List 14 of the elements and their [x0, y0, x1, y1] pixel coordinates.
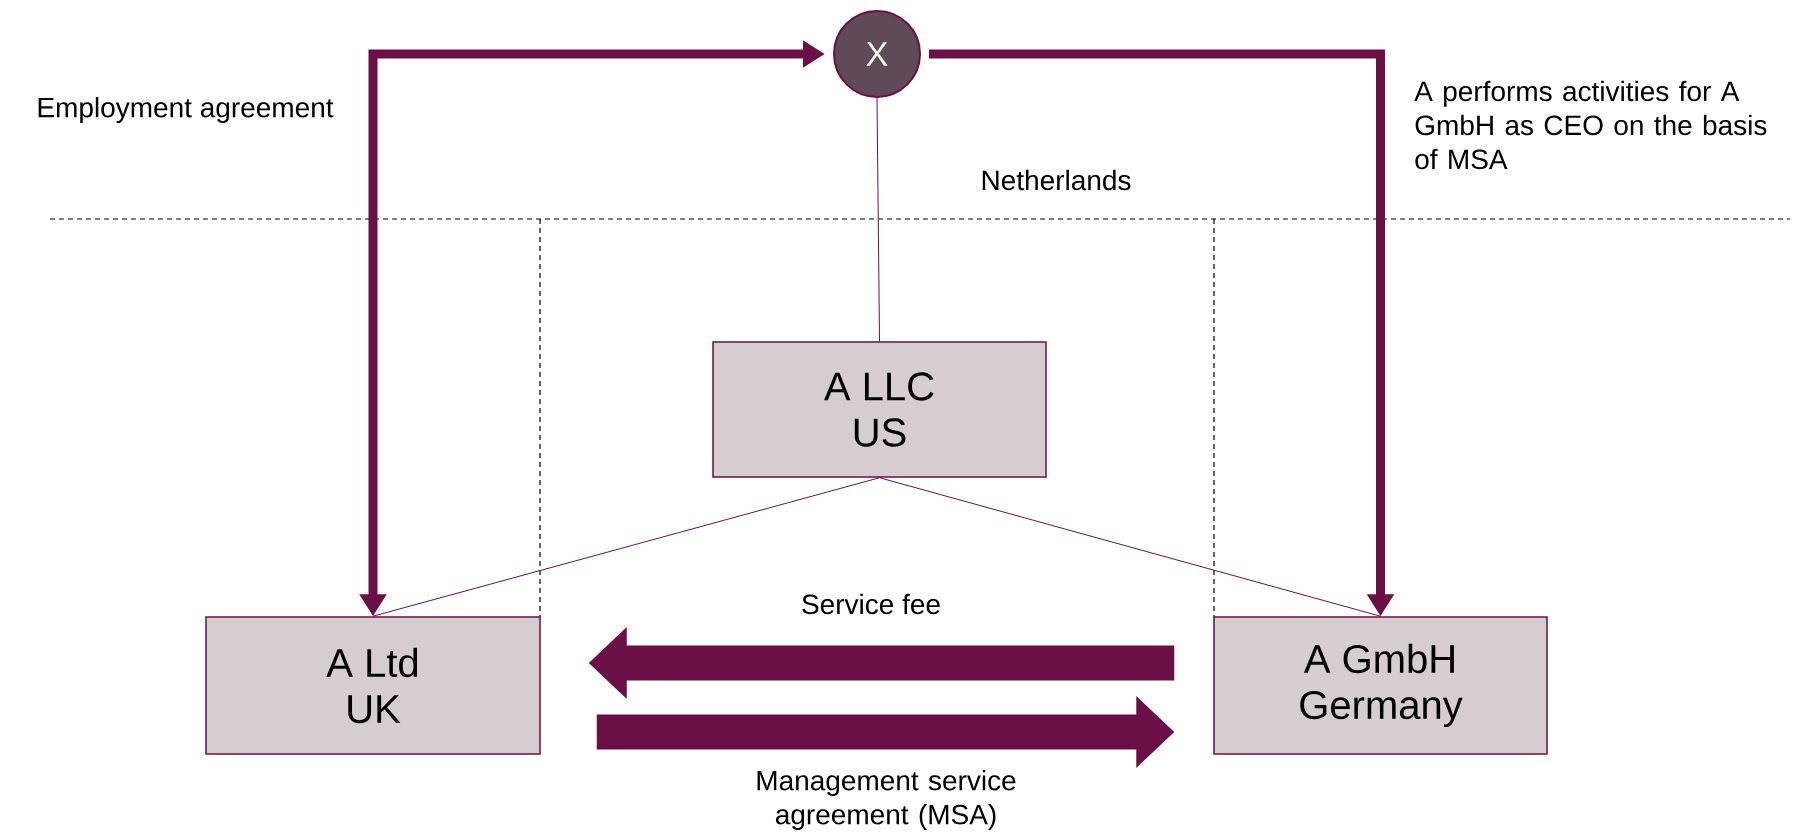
connector-line [879, 477, 1381, 617]
edge-label: A performs activities for A GmbH as CEO on the basis of MSA [1414, 80, 1767, 170]
entity-box: A Ltd UK [205, 616, 541, 755]
entity-box: A LLC US [712, 341, 1047, 478]
circle-node: X [833, 10, 921, 98]
edge-label: Management service agreement (MSA) [757, 769, 1016, 831]
connector-line [372, 477, 880, 617]
region-label: Netherlands [982, 169, 1131, 191]
block-arrow [588, 627, 1175, 699]
block-arrow [596, 696, 1175, 768]
edge-label: Employment agreement [38, 96, 334, 124]
connector-line [876, 97, 880, 342]
entity-box: A GmbH Germany [1213, 616, 1548, 755]
edge-label: Service fee [802, 593, 940, 615]
